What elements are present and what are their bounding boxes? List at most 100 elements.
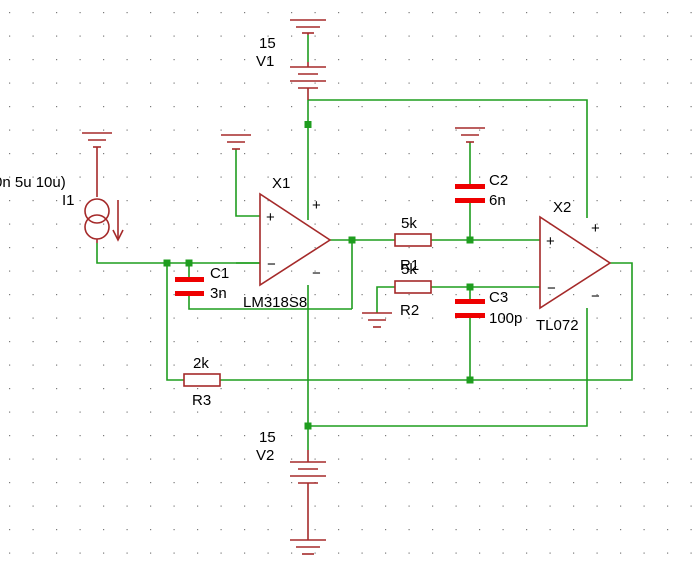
grid-dot xyxy=(667,200,669,202)
grid-dot xyxy=(526,35,528,37)
grid-dot xyxy=(244,59,246,61)
grid-dot xyxy=(338,364,340,366)
i1-value: 0n 5u 10u) xyxy=(0,174,66,191)
grid-dot xyxy=(549,153,551,155)
grid-dot xyxy=(361,247,363,249)
grid-dot xyxy=(620,341,622,343)
grid-dot xyxy=(103,270,105,272)
grid-dot xyxy=(361,223,363,225)
grid-dot xyxy=(103,341,105,343)
grid-dot xyxy=(150,388,152,390)
grid-dot xyxy=(197,317,199,319)
grid-dot xyxy=(244,82,246,84)
grid-dot xyxy=(32,388,34,390)
grid-dot xyxy=(150,435,152,437)
grid-dot xyxy=(361,552,363,554)
grid-dot xyxy=(385,317,387,319)
grid-dot xyxy=(667,129,669,131)
grid-dot xyxy=(291,106,293,108)
grid-dot xyxy=(432,458,434,460)
grid-dot xyxy=(620,435,622,437)
grid-dot xyxy=(291,411,293,413)
grid-dot xyxy=(643,12,645,14)
grid-dot xyxy=(244,129,246,131)
grid-dot xyxy=(126,200,128,202)
grid-dot xyxy=(150,200,152,202)
grid-dot xyxy=(361,270,363,272)
grid-dot xyxy=(267,59,269,61)
grid-dot xyxy=(79,153,81,155)
grid-dot xyxy=(643,458,645,460)
grid-dot xyxy=(620,82,622,84)
grid-dot xyxy=(385,529,387,531)
grid-dot xyxy=(79,317,81,319)
r1-ref: R1 xyxy=(400,257,419,274)
grid-dot xyxy=(56,35,58,37)
grid-dot xyxy=(126,35,128,37)
grid-dot xyxy=(103,388,105,390)
grid-dot xyxy=(502,35,504,37)
grid-dot xyxy=(526,200,528,202)
grid-dot xyxy=(338,505,340,507)
grid-dot xyxy=(455,82,457,84)
grid-dot xyxy=(549,435,551,437)
grid-dot xyxy=(56,341,58,343)
grid-dot xyxy=(643,505,645,507)
grid-dot xyxy=(361,482,363,484)
grid-dot xyxy=(479,223,481,225)
grid-dot xyxy=(314,247,316,249)
grid-dot xyxy=(690,223,692,225)
labels: 15 V1 15 V2 0n 5u 10u) I1 X1 LM318S8 + −… xyxy=(0,35,600,464)
grid-dot xyxy=(502,552,504,554)
grid-dot xyxy=(56,200,58,202)
grid-dot xyxy=(220,435,222,437)
grid-dot xyxy=(56,59,58,61)
grid-dot xyxy=(643,482,645,484)
grid-dot xyxy=(432,247,434,249)
grid-dot xyxy=(643,223,645,225)
grid-dot xyxy=(361,106,363,108)
grid-dot xyxy=(79,435,81,437)
grid-dot xyxy=(432,341,434,343)
grid-dot xyxy=(173,317,175,319)
x2-ref: X2 xyxy=(553,199,571,216)
grid-dot xyxy=(502,106,504,108)
grid-dot xyxy=(385,59,387,61)
grid-dot xyxy=(32,153,34,155)
grid-dot xyxy=(220,59,222,61)
grid-dot xyxy=(643,317,645,319)
grid-dot xyxy=(667,435,669,437)
grid-dot xyxy=(690,435,692,437)
grid-dot xyxy=(549,35,551,37)
grid-dot xyxy=(620,35,622,37)
grid-dot xyxy=(150,270,152,272)
grid-dot xyxy=(573,12,575,14)
grid-dot xyxy=(267,294,269,296)
grid-dot xyxy=(338,388,340,390)
grid-dot xyxy=(361,129,363,131)
grid-dot xyxy=(150,223,152,225)
grid-dot xyxy=(573,505,575,507)
grid-dot xyxy=(244,505,246,507)
grid-dot xyxy=(103,364,105,366)
grid-dot xyxy=(620,317,622,319)
grid-dot xyxy=(338,59,340,61)
grid-dot xyxy=(32,176,34,178)
grid-dot xyxy=(291,223,293,225)
grid-dot xyxy=(103,529,105,531)
grid-dot xyxy=(314,552,316,554)
grid-dot xyxy=(502,482,504,484)
grid-dot xyxy=(314,153,316,155)
grid-dot xyxy=(502,317,504,319)
grid-dot xyxy=(173,270,175,272)
grid-dot xyxy=(32,458,34,460)
grid-dot xyxy=(314,505,316,507)
x1-supply-minus: − xyxy=(312,265,321,282)
grid-dot xyxy=(620,458,622,460)
grid-dot xyxy=(9,341,11,343)
grid-dot xyxy=(667,317,669,319)
grid-dot xyxy=(455,388,457,390)
current-source-icon xyxy=(82,132,124,243)
grid-dot xyxy=(338,176,340,178)
junction-dot xyxy=(348,236,356,244)
